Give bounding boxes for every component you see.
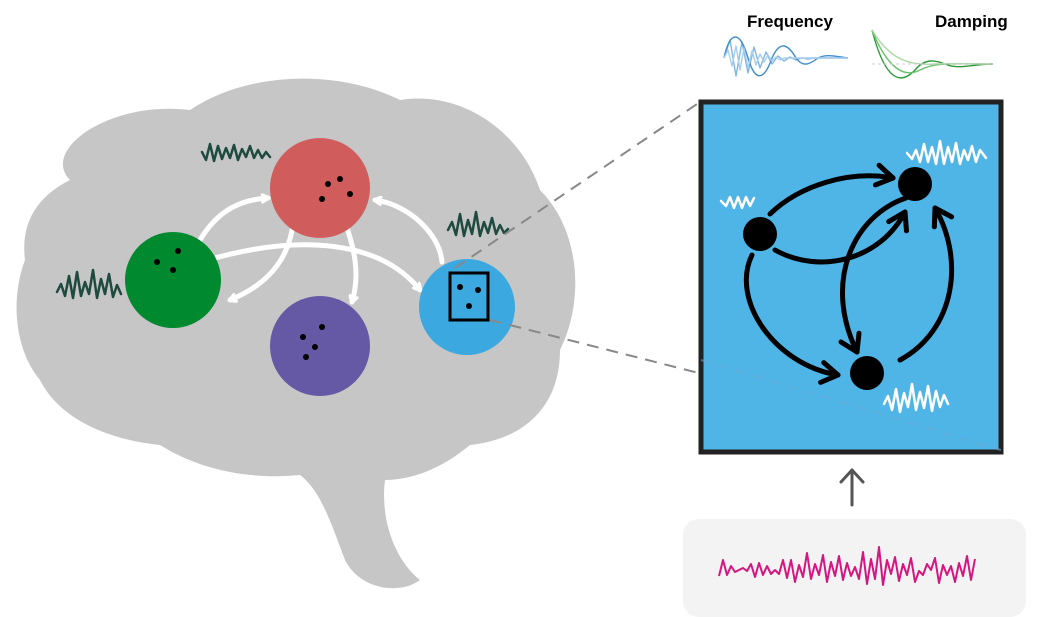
oscillation-blue: [446, 210, 510, 238]
zoom-network-arrows: [744, 162, 955, 385]
zoom-node-top-right: [898, 167, 932, 201]
up-arrow-icon: [839, 468, 865, 507]
arrow-blue-to-red: [372, 200, 445, 265]
damping-label: Damping: [935, 12, 1008, 31]
damping-curves: [871, 29, 994, 79]
dice-icon: [448, 271, 490, 322]
region-green: [125, 232, 221, 328]
zoom-node-left: [743, 217, 777, 251]
region-oscillations: [55, 142, 510, 300]
region-red: [270, 138, 370, 238]
zoom-node-oscillations: [719, 139, 988, 414]
region-purple: [270, 296, 370, 396]
zoom-panel-dashed-overlay: [700, 359, 1002, 451]
connection-arrows: [197, 198, 445, 305]
oscillation-red: [200, 142, 272, 163]
zoom-network-nodes: [743, 167, 932, 390]
oscillation-green: [55, 268, 123, 300]
input-signal-trace: [718, 546, 976, 586]
frequency-label: Frequency: [747, 12, 834, 31]
frequency-curves: [723, 36, 849, 77]
arrow-red-to-purple: [342, 219, 356, 305]
arrow-green-to-blue: [212, 242, 423, 293]
zoom-node-bottom: [850, 356, 884, 390]
arrow-green-to-red: [197, 198, 271, 243]
arrow-red-to-green: [227, 227, 295, 300]
